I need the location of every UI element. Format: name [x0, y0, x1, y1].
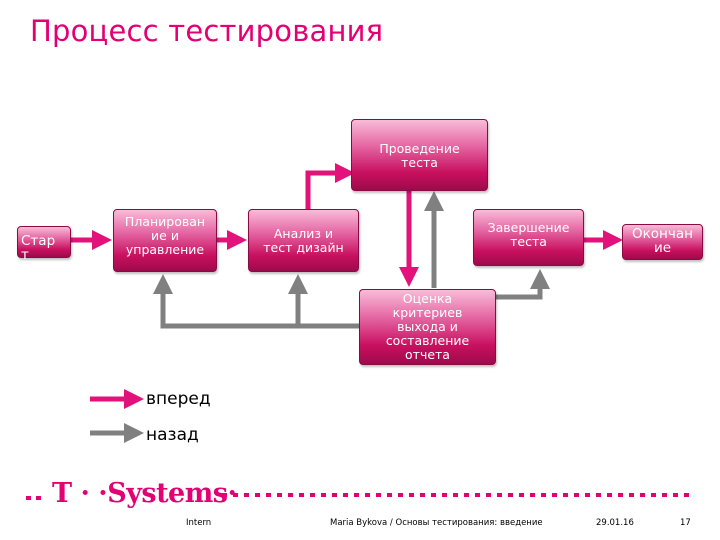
logo-dot [310, 493, 315, 497]
logo-dot [222, 493, 227, 497]
logo-dot [684, 493, 689, 497]
logo-dot [651, 493, 656, 497]
logo-dot [244, 493, 249, 497]
logo-dot [453, 493, 458, 497]
logo-dot [486, 493, 491, 497]
logo-dots-left [26, 496, 41, 500]
logo-dot [530, 493, 535, 497]
node-evaluation: Оценка критериев выхода и составление от… [359, 289, 496, 365]
logo-dot [398, 493, 403, 497]
logo-dot [442, 493, 447, 497]
logo-dot [497, 493, 502, 497]
node-analysis: Анализ и тест дизайн [248, 209, 359, 272]
page-title: Процесс тестирования [30, 14, 384, 48]
logo-dot [673, 493, 678, 497]
legend-backward-label: назад [146, 425, 199, 445]
logo-dot [563, 493, 568, 497]
node-closure: Завершение теста [473, 209, 584, 266]
logo-dot [376, 493, 381, 497]
arrow-evaluation-to-analysis-and-planning [153, 274, 360, 329]
node-start: Стар т [17, 226, 71, 262]
logo-dot [343, 493, 348, 497]
logo-dot [541, 493, 546, 497]
logo-dot [299, 493, 304, 497]
arrow-evaluation-to-closure [496, 269, 550, 300]
logo-dot [464, 493, 469, 497]
footer-page-number: 17 [680, 518, 691, 528]
logo-dot [585, 493, 590, 497]
logo-dot [596, 493, 601, 497]
footer-date: 29.01.16 [596, 518, 634, 528]
logo-dot [233, 493, 238, 497]
logo-dot [387, 493, 392, 497]
logo-dot [552, 493, 557, 497]
node-planning: Планирован ие и управление [113, 209, 217, 272]
logo-dot [277, 493, 282, 497]
footer-classification: Intern [186, 518, 212, 528]
logo-dot-rule [222, 493, 689, 497]
logo-dot [365, 493, 370, 497]
logo-dot [629, 493, 634, 497]
logo-dot [618, 493, 623, 497]
logo-dot [288, 493, 293, 497]
logo-dot [321, 493, 326, 497]
arrow-analysis-to-execution [305, 163, 355, 210]
legend-forward-label: вперед [146, 389, 211, 409]
logo-dot [640, 493, 645, 497]
logo-dot [607, 493, 612, 497]
logo-dot [431, 493, 436, 497]
logo-dot [255, 493, 260, 497]
logo-dot [266, 493, 271, 497]
logo-dot [519, 493, 524, 497]
node-execution: Проведение теста [351, 119, 488, 191]
logo-dot [354, 493, 359, 497]
logo-dot [409, 493, 414, 497]
node-end: Окончан ие [622, 224, 703, 260]
logo-dot [574, 493, 579, 497]
logo-dot [662, 493, 667, 497]
logo-dot [475, 493, 480, 497]
t-systems-logo: T · ·Systems· [52, 478, 237, 509]
logo-dot [332, 493, 337, 497]
logo-dot [508, 493, 513, 497]
footer-author-topic: Maria Bykova / Основы тестирования: введ… [330, 518, 543, 528]
logo-dot [420, 493, 425, 497]
